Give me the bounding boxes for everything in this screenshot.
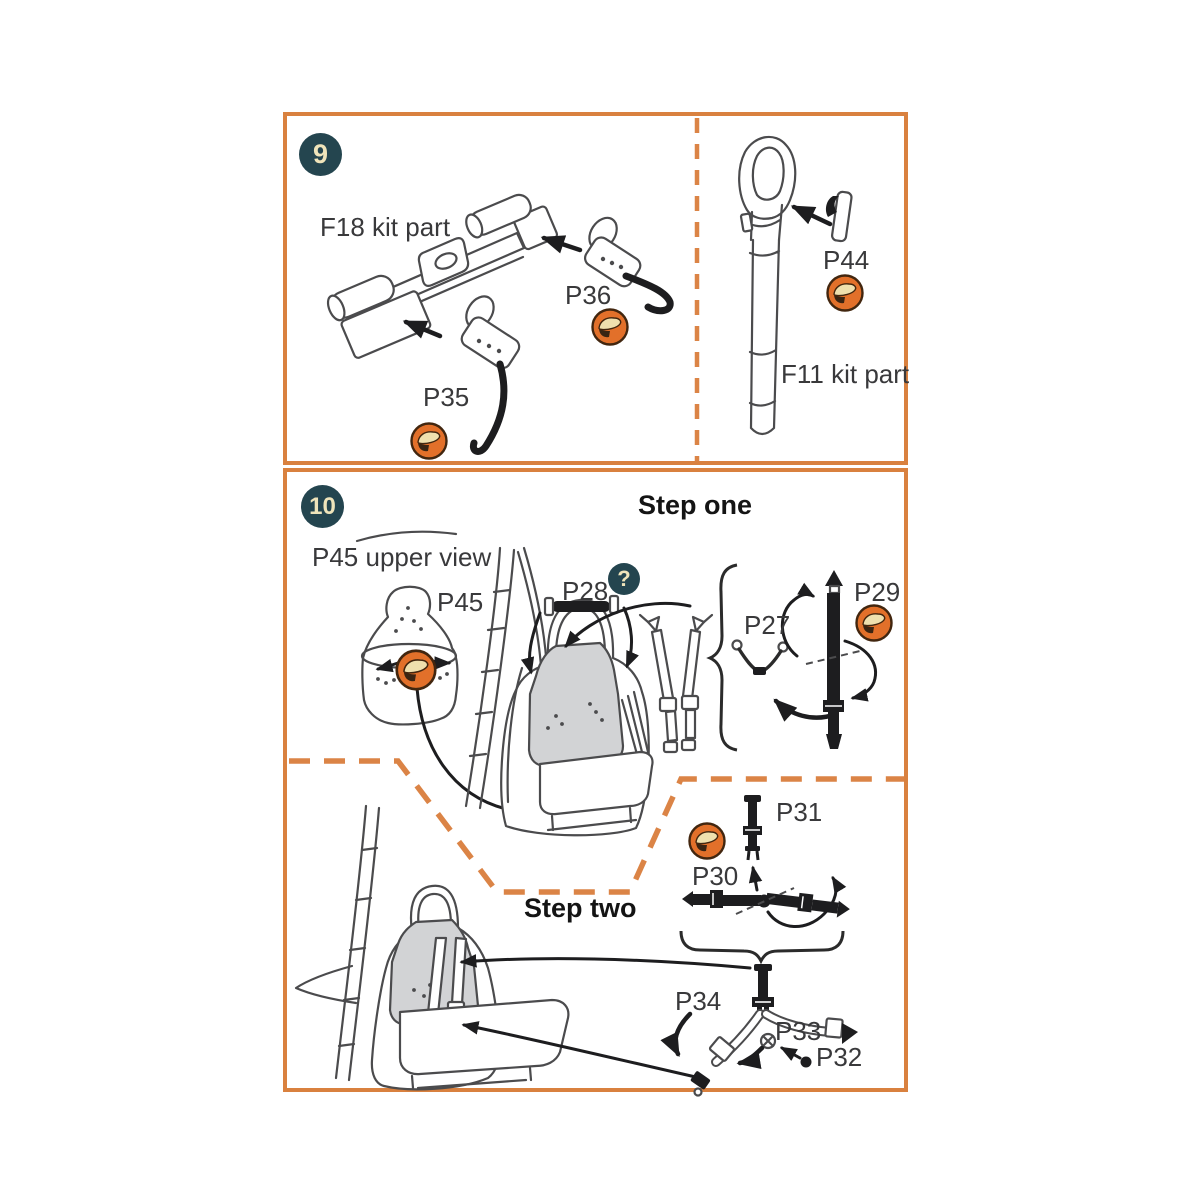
part-label-p45: P45	[437, 587, 484, 617]
resin-part-icon-p45	[394, 648, 438, 692]
part-label-p29: P29	[854, 577, 901, 607]
kit-part-label-f11: F11 kit part	[781, 359, 910, 389]
kit-part-label-f18: F18 kit part	[320, 212, 451, 242]
panel-step-9	[283, 112, 908, 465]
resin-part-icon-p35	[409, 421, 449, 461]
part-label-p30: P30	[692, 861, 739, 891]
part-label-p36: P36	[565, 280, 612, 310]
panel-step-10	[283, 468, 908, 1092]
resin-part-icon-p29	[854, 603, 894, 643]
part-label-p44: P44	[823, 245, 870, 275]
part-label-p27: P27	[744, 610, 791, 640]
step-10-badge: 10	[301, 485, 344, 528]
part-label-p32: P32	[816, 1042, 863, 1072]
resin-part-icon-p36	[590, 307, 630, 347]
part-label-p28: P28	[562, 576, 609, 606]
step-one-title: Step one	[638, 490, 753, 520]
resin-part-icon-p30	[687, 821, 727, 861]
part-label-p31: P31	[776, 797, 823, 827]
question-mark-icon: ?	[608, 563, 640, 595]
step-9-badge: 9	[299, 133, 342, 176]
part-label-p34: P34	[675, 986, 722, 1016]
part-label-p33: P33	[775, 1016, 822, 1046]
upper-view-label: P45 upper view	[312, 542, 492, 572]
resin-part-icon-p44	[825, 273, 865, 313]
part-label-p35: P35	[423, 382, 470, 412]
step-two-title: Step two	[524, 893, 637, 923]
